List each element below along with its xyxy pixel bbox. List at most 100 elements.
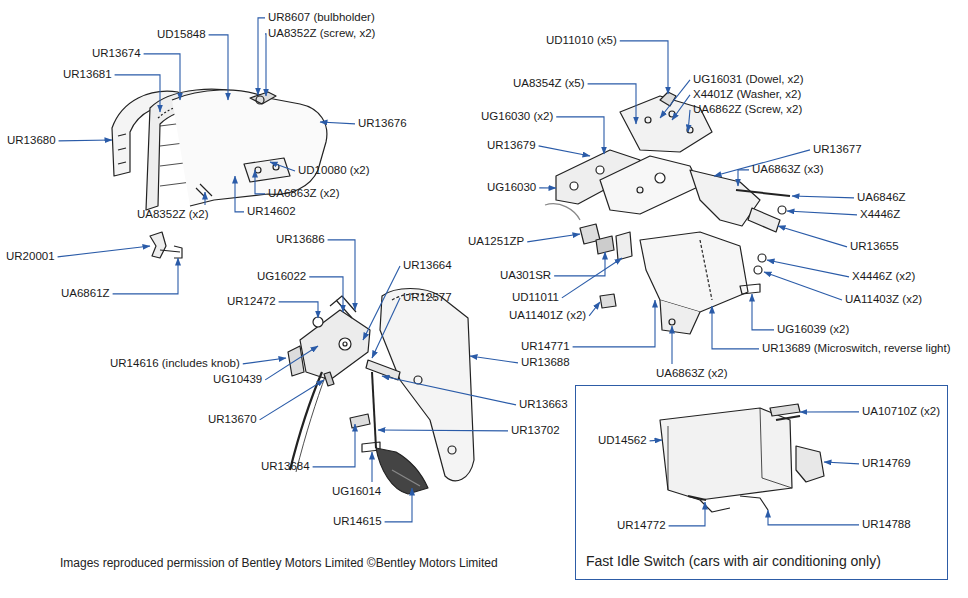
leader-line [470, 356, 518, 363]
leader-line [265, 346, 318, 380]
part-number: UR14772 [617, 519, 666, 533]
leader-line [672, 95, 690, 120]
part-number: UR13676 [358, 117, 407, 131]
leader-line [115, 75, 160, 112]
leader-line [363, 266, 400, 340]
leader-line [255, 170, 265, 194]
leader-line [688, 110, 690, 132]
part-number: UD15848 [157, 28, 206, 42]
leader-line [767, 260, 849, 277]
leader-line [279, 302, 318, 318]
leader-line [328, 240, 355, 310]
leader-line [778, 226, 847, 247]
leader-line [58, 246, 150, 257]
leader-line [768, 510, 859, 525]
part-number: UD14562 [598, 434, 647, 448]
part-number: UG16031 (Dowel, x2) [693, 73, 804, 87]
leader-line [556, 117, 604, 154]
leader-line [265, 34, 266, 96]
leader-line [660, 80, 690, 118]
leader-line [235, 176, 244, 212]
leader-line [144, 54, 180, 100]
part-number: UR13684 [261, 460, 310, 474]
part-number: UG16022 [257, 270, 306, 284]
part-number: X4401Z (Washer, x2) [693, 88, 801, 102]
part-number: UA1251ZP [468, 235, 524, 249]
leader-line [204, 192, 205, 205]
part-number: UG16014 [332, 485, 381, 499]
leader-line [258, 18, 265, 95]
part-number: UR13655 [850, 240, 899, 254]
leader-line [738, 170, 749, 186]
part-number: UR14769 [862, 457, 911, 471]
part-number: UA6861Z [61, 287, 110, 301]
part-number: UA6863Z (x2) [656, 367, 728, 381]
part-number: UR12472 [227, 295, 276, 309]
part-number: UG16039 (x2) [777, 323, 849, 337]
part-number: UA11403Z (x2) [845, 293, 922, 307]
leader-line [527, 234, 580, 242]
part-number: UR13677 [813, 143, 862, 157]
leader-line [712, 306, 759, 349]
leader-line [588, 84, 636, 124]
part-number: UA8354Z (x5) [513, 77, 585, 91]
leader-line [539, 146, 590, 156]
part-number: UG10439 [213, 373, 262, 387]
part-number: UR14616 (includes knob) [110, 357, 240, 371]
part-number: UR13679 [487, 139, 536, 153]
panel-heading: Fast Idle Switch (cars with air conditio… [586, 553, 881, 569]
leader-line [539, 187, 556, 188]
part-number: UR8607 (bulbholder) [268, 11, 375, 25]
leader-line [320, 122, 355, 124]
part-number: UR14771 [521, 340, 570, 354]
part-number: UR13688 [521, 356, 570, 370]
leader-line [243, 358, 286, 364]
leader-line [313, 424, 355, 467]
part-number: UA8352Z (screw, x2) [268, 27, 375, 41]
leader-line [752, 294, 774, 330]
leader-line [824, 462, 859, 464]
part-number: UD11011 [512, 291, 559, 305]
leader-line [59, 139, 112, 141]
leader-line [800, 411, 859, 412]
leader-line [372, 298, 400, 358]
part-number: UR13686 [276, 233, 325, 247]
part-number: UR13664 [403, 259, 452, 273]
leader-line [787, 211, 857, 215]
leader-line [382, 376, 516, 405]
part-number: UR13681 [63, 68, 112, 82]
leader-line [764, 272, 842, 300]
part-number: UR12577 [403, 291, 452, 305]
copyright-caption: Images reproduced permission of Bentley … [60, 556, 498, 570]
leader-line [270, 162, 295, 171]
leader-line [113, 258, 178, 294]
leader-line [385, 488, 412, 522]
leader-line [573, 300, 655, 347]
part-number: UD11010 (x5) [546, 34, 617, 48]
leader-line [209, 35, 228, 100]
part-number: UR14788 [862, 518, 911, 532]
leader-line [650, 439, 662, 441]
part-number: UA301SR [500, 269, 551, 283]
part-number: UA10710Z (x2) [862, 405, 940, 419]
part-number: UA6863Z (x3) [752, 163, 824, 177]
part-number: UR13689 (Microswitch, reverse light) [762, 342, 951, 356]
leader-line [620, 41, 668, 94]
part-number: UR14602 [247, 205, 296, 219]
leader-line [669, 502, 705, 526]
leader-line [378, 429, 508, 431]
part-number: UG16030 [487, 181, 536, 195]
part-number: UR13674 [92, 47, 141, 61]
part-number: UR13670 [208, 413, 257, 427]
leader-line [260, 380, 324, 420]
part-number: UA11401Z (x2) [509, 309, 586, 323]
leader-line [671, 326, 672, 364]
leader-line [309, 277, 343, 312]
leader-line [589, 302, 600, 316]
leader-line [792, 196, 854, 198]
part-number: UA6863Z (x2) [268, 187, 340, 201]
leader-line [554, 252, 605, 276]
part-number: UR13663 [519, 398, 568, 412]
part-number: UD10080 (x2) [298, 164, 370, 178]
